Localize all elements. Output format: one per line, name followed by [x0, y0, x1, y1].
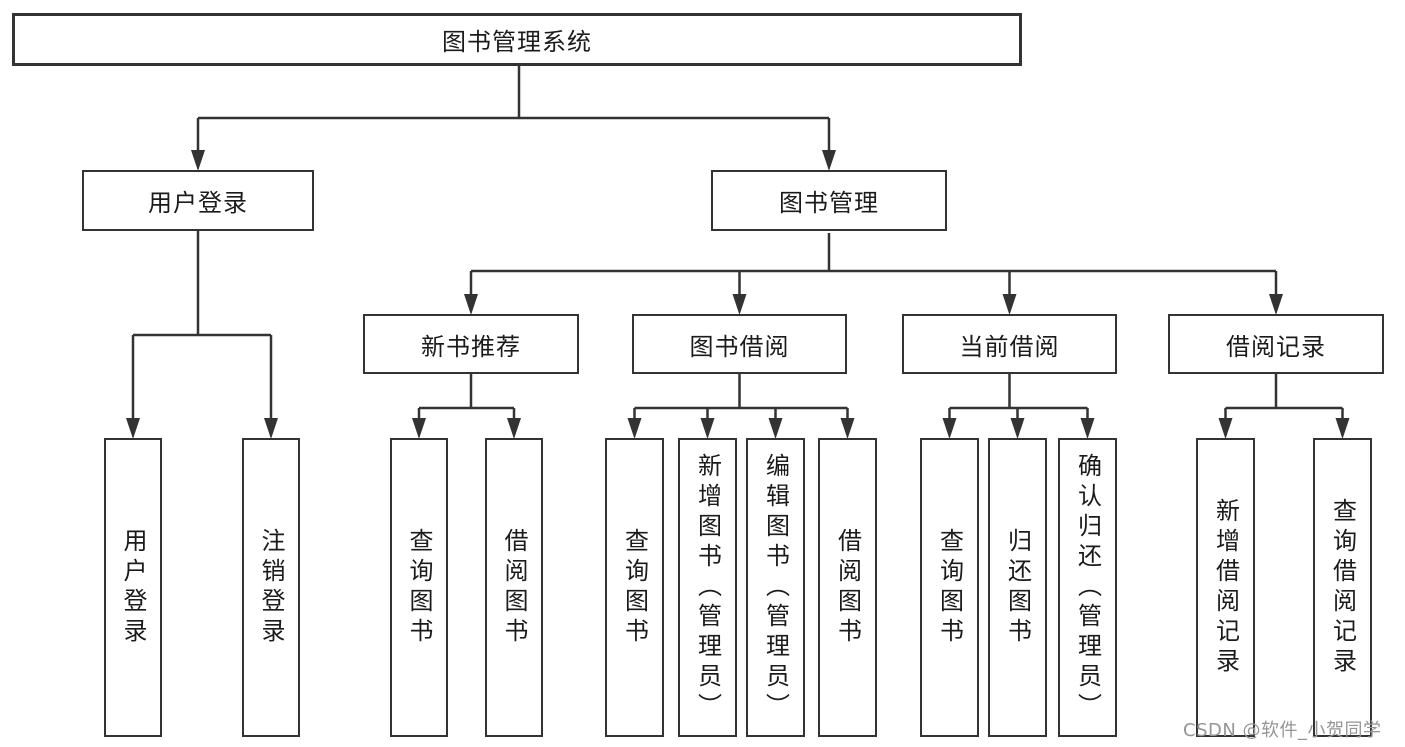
node-book-management: 图书管理 [711, 170, 947, 231]
arrow-down-icon [1269, 294, 1283, 315]
node-label: 注销登录 [257, 527, 285, 648]
arrow-down-icon [840, 418, 855, 439]
arrow-down-icon [1218, 418, 1233, 439]
leaf-query-borrow-record: 查询借阅记录 [1313, 438, 1372, 737]
node-book-borrow: 图书借阅 [632, 314, 847, 374]
node-label: 归还图书 [1003, 527, 1032, 648]
arrow-down-icon [1002, 294, 1017, 315]
connector-group-book-management [464, 233, 1283, 315]
leaf-edit-book-admin: 编辑图书（管理员） [746, 438, 805, 737]
node-label: 借阅记录 [1226, 332, 1326, 361]
arrow-down-icon [700, 418, 715, 439]
node-label: 查询图书 [620, 527, 649, 648]
csdn-watermark: CSDN @软件_小贺同学 [1183, 720, 1382, 741]
node-user-login: 用户登录 [82, 170, 314, 231]
leaf-borrow-books-recommend: 借阅图书 [485, 438, 543, 737]
connector-group-borrow-records [1218, 374, 1350, 439]
arrow-down-icon [126, 418, 140, 439]
leaf-return-books: 归还图书 [988, 438, 1047, 737]
leaf-borrow-books: 借阅图书 [818, 438, 877, 737]
arrow-down-icon [822, 150, 836, 171]
arrow-down-icon [1010, 418, 1025, 439]
arrow-down-icon [191, 150, 205, 171]
node-label: 借阅图书 [833, 527, 862, 648]
node-label: 新增借阅记录 [1211, 497, 1240, 678]
connector-group-user-login [126, 231, 278, 439]
node-borrow-records: 借阅记录 [1168, 314, 1384, 374]
leaf-user-login: 用户登录 [104, 438, 162, 737]
node-current-borrow: 当前借阅 [902, 314, 1117, 374]
node-label: 查询图书 [405, 527, 433, 648]
arrow-down-icon [412, 418, 426, 439]
node-label: 查询图书 [935, 527, 964, 648]
leaf-add-borrow-record: 新增借阅记录 [1196, 438, 1255, 737]
node-label: 编辑图书（管理员） [761, 452, 790, 723]
node-label: 新增图书（管理员） [693, 452, 722, 723]
node-label: 借阅图书 [500, 527, 528, 648]
arrow-down-icon [627, 418, 642, 439]
node-label: 图书管理系统 [442, 28, 592, 56]
connector-group-current-borrow [942, 374, 1095, 439]
arrow-down-icon [464, 294, 478, 315]
leaf-logout-login: 注销登录 [242, 438, 300, 737]
leaf-add-book-admin: 新增图书（管理员） [678, 438, 737, 737]
node-label: 新书推荐 [421, 332, 521, 361]
node-new-book-recommend: 新书推荐 [363, 314, 579, 374]
arrow-down-icon [1080, 418, 1095, 439]
arrow-down-icon [264, 418, 278, 439]
connector-group-new-book-recommend [412, 374, 521, 439]
leaf-query-books-current: 查询图书 [920, 438, 979, 737]
leaf-confirm-return-admin: 确认归还（管理员） [1058, 438, 1117, 737]
arrow-down-icon [942, 418, 957, 439]
leaf-query-books-recommend: 查询图书 [390, 438, 448, 737]
node-label: 当前借阅 [959, 332, 1060, 361]
node-label: 用户登录 [119, 527, 147, 648]
arrow-down-icon [507, 418, 521, 439]
leaf-query-books-borrow: 查询图书 [605, 438, 664, 737]
arrow-down-icon [732, 294, 747, 315]
node-label: 图书借阅 [689, 332, 790, 361]
arrow-down-icon [768, 418, 783, 439]
node-library-management-system: 图书管理系统 [12, 13, 1022, 66]
node-label: 查询借阅记录 [1328, 497, 1357, 678]
node-label: 用户登录 [148, 189, 248, 217]
arrow-down-icon [1335, 418, 1350, 439]
connector-group-root [191, 66, 836, 171]
node-label: 确认归还（管理员） [1073, 452, 1102, 723]
connector-group-book-borrow [627, 374, 855, 439]
node-label: 图书管理 [779, 189, 879, 217]
